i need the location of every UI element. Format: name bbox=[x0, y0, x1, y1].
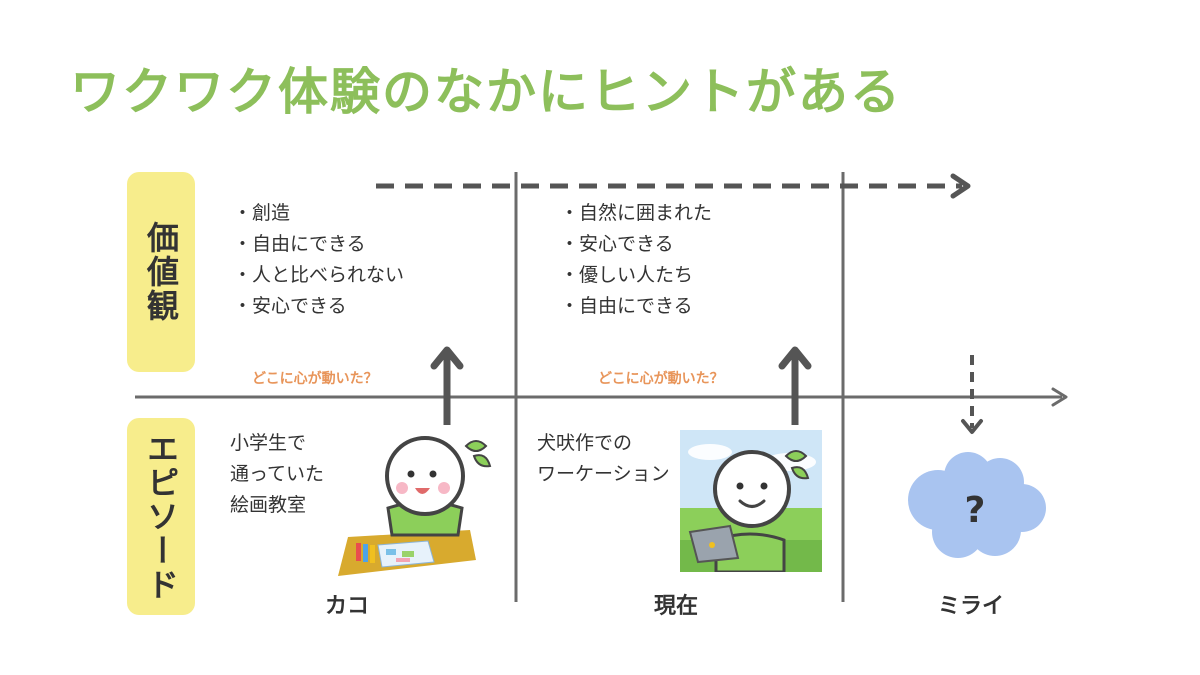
value-item: 創造 bbox=[233, 198, 404, 229]
value-item: 優しい人たち bbox=[560, 260, 712, 291]
value-item: 自由にできる bbox=[560, 291, 712, 322]
up-arrowhead-kako bbox=[430, 346, 464, 370]
column-label-genzai: 現在 bbox=[654, 594, 699, 619]
episode-line: 小学生で bbox=[230, 432, 307, 454]
future-question-mark: ? bbox=[965, 490, 986, 531]
future-cloud bbox=[908, 452, 1046, 558]
workation-photo-illustration bbox=[680, 430, 822, 572]
episode-line: ワーケーション bbox=[537, 463, 670, 485]
values-row-label: 価値観 bbox=[127, 172, 195, 372]
episode-line: 絵画教室 bbox=[230, 494, 307, 516]
episode-kako: 小学生で 通っていた 絵画教室 bbox=[230, 428, 324, 521]
values-list-kako: 創造 自由にできる 人と比べられない 安心できる bbox=[233, 198, 404, 322]
column-label-mirai: ミライ bbox=[938, 594, 1005, 619]
value-item: 自然に囲まれた bbox=[560, 198, 712, 229]
episode-line: 通っていた bbox=[230, 463, 325, 485]
x-axis-arrowhead bbox=[1051, 387, 1068, 407]
question-genzai: どこに心が動いた？ bbox=[598, 371, 724, 387]
column-label-kako: カコ bbox=[325, 594, 370, 619]
down-arrowhead-mirai bbox=[961, 419, 983, 434]
value-item: 自由にできる bbox=[233, 229, 404, 260]
values-row-label-text: 価値観 bbox=[142, 221, 180, 323]
value-item: 安心できる bbox=[560, 229, 712, 260]
episode-row-label: エピソード bbox=[127, 418, 195, 615]
value-item: 人と比べられない bbox=[233, 260, 404, 291]
timeline-arrowhead bbox=[950, 173, 971, 199]
question-kako: どこに心が動いた？ bbox=[252, 371, 378, 387]
child-drawing-illustration bbox=[338, 436, 492, 576]
episode-row-label-text: エピソード bbox=[142, 431, 180, 602]
slide-title: ワクワク体験のなかにヒントがある bbox=[70, 63, 902, 121]
episode-line: 犬吠作での bbox=[537, 432, 633, 454]
episode-genzai: 犬吠作での ワーケーション bbox=[537, 428, 670, 490]
value-item: 安心できる bbox=[233, 291, 404, 322]
values-list-genzai: 自然に囲まれた 安心できる 優しい人たち 自由にできる bbox=[560, 198, 712, 322]
up-arrowhead-genzai bbox=[778, 346, 812, 370]
